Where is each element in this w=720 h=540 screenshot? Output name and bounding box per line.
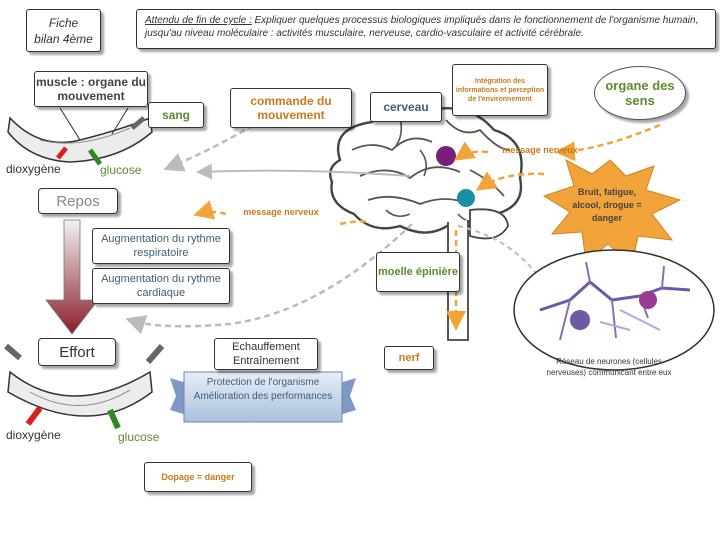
dioxygene-label-bottom: dioxygène [6,428,61,442]
muscle-organ-box: muscle : organe du mouvement [34,71,148,107]
effort-box: Effort [38,338,116,366]
sang-box: sang [148,102,204,128]
message-mid-arrow-right [339,220,371,226]
augm-resp-box: Augmentation du rythme respiratoire [92,228,230,264]
reseau-neurones-text: Réseau de neurones (cellules nerveuses) … [546,357,672,377]
attendu-box: Attendu de fin de cycle : Expliquer quel… [136,9,716,49]
repos-to-effort-arrow [45,219,99,335]
message-nerveux-top: message nerveux [490,142,590,158]
protection-line1: Protection de l'organisme [206,377,320,388]
protection-line2: Amélioration des performances [193,391,333,402]
cerveau-label: cerveau [383,100,429,114]
integration-label: Intégration des informations et percepti… [455,77,545,103]
glucose-label-bottom: glucose [118,430,160,444]
dopage-box: Dopage = danger [144,462,252,492]
brain-to-glucose-arrow [196,163,411,180]
sense-to-brain-arrow [453,141,489,161]
muscle-relaxed-illustration [7,107,153,163]
commande-box: commande du mouvement [230,88,352,128]
organe-sens-label: organe des sens [605,78,675,108]
effort-label: Effort [59,343,95,361]
protection-ribbon [170,371,356,423]
integration-box: Intégration des informations et percepti… [452,64,548,116]
integration-zone-marker [436,146,456,166]
repos-label: Repos [56,192,100,210]
dioxygen-arrow-top [56,146,68,160]
muscle-contracted-illustration [7,370,153,417]
cerveau-box: cerveau [370,92,442,122]
dioxygen-arrow-bottom [25,406,43,426]
brainstem-marker [457,189,475,207]
commande-label: commande du mouvement [250,94,332,122]
echauffement-label: Echauffement Entraînement [232,341,300,367]
glucose-arrow-bottom [107,408,121,430]
dioxygene-label-top: dioxygène [6,162,61,176]
attendu-label: Attendu de fin de cycle : [145,15,252,26]
message-mid-label: message nerveux [243,207,319,217]
sense-message-arrow [555,123,661,162]
nerve-return-arrow [125,223,413,335]
waste-arrow-top [130,116,146,130]
message-nerveux-mid: message nerveux [226,204,336,220]
repos-box: Repos [38,188,118,214]
nerf-label: nerf [398,352,420,364]
echauffement-box: Echauffement Entraînement [214,338,318,370]
danger-burst [542,158,682,267]
message-top-label: message nerveux [502,145,578,155]
muscle-organ-label: muscle : organe du mouvement [35,75,147,103]
moelle-label: moelle épinière [377,266,459,278]
message-mid-arrow [193,200,227,220]
danger-arrow [475,171,545,191]
glucose-label-top: glucose [100,163,142,177]
danger-text: Bruit, fatigue, alcool, drogue = danger [572,187,642,223]
augm-card-box: Augmentation du rythme cardiaque [92,268,230,304]
attendu-text: Expliquer quelques processus biologiques… [145,15,699,39]
augm-card-label: Augmentation du rythme cardiaque [101,273,221,299]
neuron-illustration [539,261,691,341]
waste-arrow-bottom-right [145,344,165,364]
augm-resp-label: Augmentation du rythme respiratoire [101,233,221,259]
dopage-label: Dopage = danger [161,472,235,482]
waste-arrow-bottom-left [4,343,22,361]
organe-sens-ellipse: organe des sens [594,66,686,120]
sang-label: sang [161,108,190,122]
moelle-box: moelle épinière [376,252,460,292]
fiche-line2: bilan 4ème [34,31,93,46]
fiche-bilan-box: Fiche bilan 4ème [26,9,101,52]
nerf-box: nerf [384,346,434,370]
fiche-line1: Fiche [48,15,79,30]
glucose-arrow-top [87,148,103,166]
protection-text: Protection de l'organisme Amélioration d… [188,376,338,404]
